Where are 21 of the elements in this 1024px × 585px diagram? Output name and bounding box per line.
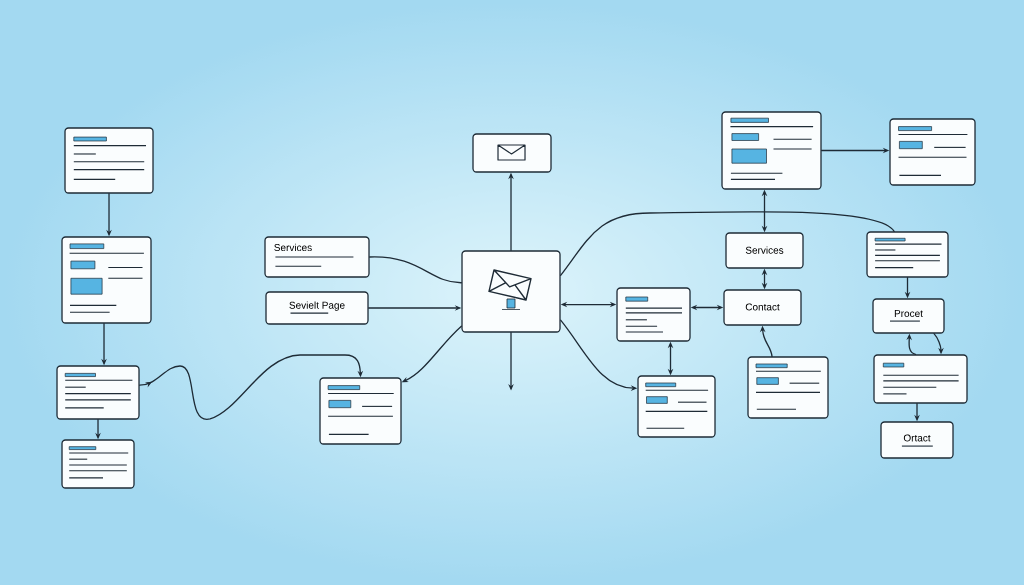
text-box: Services [264, 236, 370, 278]
text-box: Services [725, 232, 804, 269]
wireframe-card [56, 365, 140, 420]
wireframe-card [616, 287, 691, 342]
wireframe-card [61, 236, 152, 324]
wireframe-card [61, 439, 135, 489]
text-box: Procet [872, 298, 945, 334]
wireframe-card [721, 111, 822, 190]
wireframe-card [873, 354, 968, 404]
text-box: Sevielt Page [265, 291, 369, 325]
text-box: Ortact [880, 421, 954, 459]
arrow [139, 354, 364, 420]
wireframe-card [889, 118, 976, 186]
wireframe-card [64, 127, 154, 194]
wireframe-card [319, 377, 402, 445]
text-box: Contact [723, 289, 802, 326]
connector-line [369, 256, 462, 284]
wireframe-card [747, 356, 829, 419]
wireframe-card [637, 375, 716, 438]
connector-line [560, 211, 895, 276]
wireframe-card [866, 231, 949, 278]
